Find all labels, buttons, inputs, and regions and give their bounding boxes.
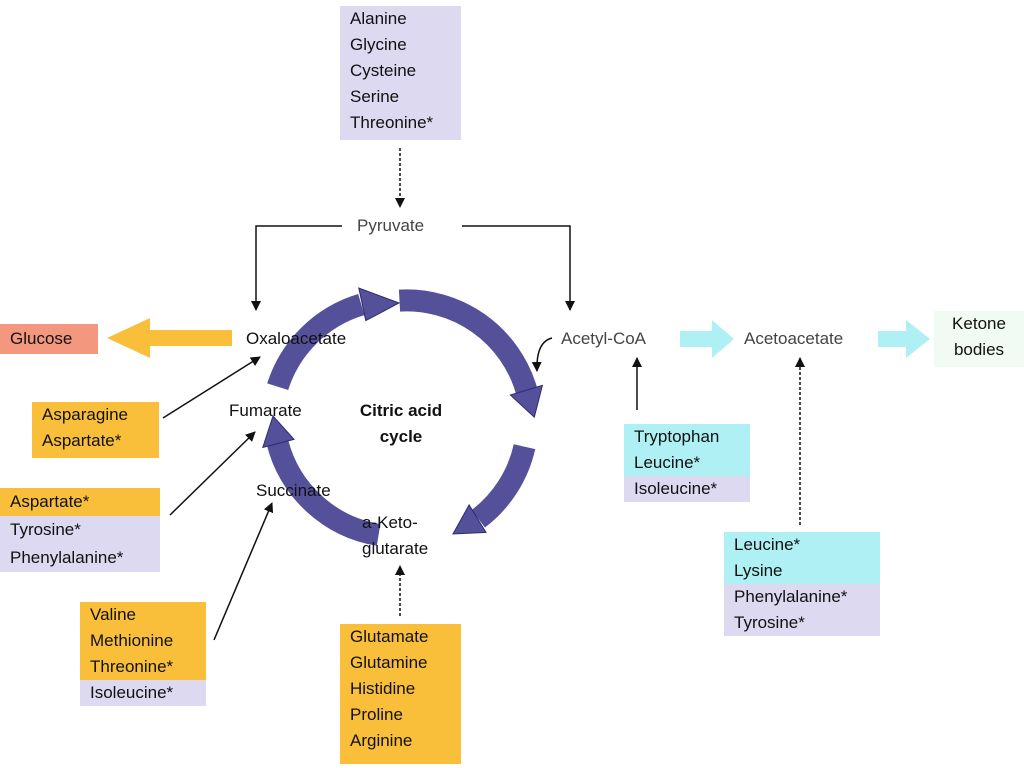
group-item: Tyrosine*	[724, 610, 880, 636]
cycle-title: Citric acid cycle	[346, 398, 456, 450]
group-item: Tyrosine*	[0, 516, 160, 544]
top-amino-acid-group: Alanine Glycine Cysteine Serine Threonin…	[340, 6, 461, 140]
acetyl-coa-to-acetoacetate-arrow	[680, 320, 734, 358]
arrow-asparagine-to-oxaloacetate	[162, 356, 261, 419]
group-item: Cysteine	[350, 61, 417, 80]
glucose-box: Glucose	[0, 324, 98, 354]
group-item: Tryptophan	[624, 424, 750, 450]
group-item: Isoleucine*	[80, 680, 206, 706]
group-item: Arginine	[350, 731, 413, 750]
cycle-title-line-2: cycle	[379, 427, 423, 446]
arrow-pyruvate-to-acetyl-coa	[462, 225, 575, 311]
group-item: Leucine*	[624, 450, 750, 476]
asparagine-group: Asparagine Aspartate*	[32, 402, 159, 458]
ketone-bodies-box: Ketone bodies	[934, 311, 1024, 367]
arrow-aspartate-to-fumarate	[169, 431, 256, 516]
cycle-segment-fumarate-to-oxaloacetate	[267, 294, 365, 391]
glucose-label: Glucose	[10, 329, 73, 348]
group-item: Proline	[350, 705, 403, 724]
group-item: Aspartate*	[42, 431, 122, 450]
ketone-line-2: bodies	[953, 340, 1005, 359]
cycle-arrowhead-ketoglutarate	[509, 384, 544, 419]
tryptophan-group: Tryptophan Leucine* Isoleucine*	[624, 424, 750, 504]
group-item: Asparagine	[42, 405, 129, 424]
glutamate-group: Glutamate Glutamine Histidine Proline Ar…	[340, 624, 461, 764]
cycle-arrowhead-succinate	[452, 503, 487, 535]
acetyl-coa-label: Acetyl-CoA	[561, 329, 647, 348]
ketone-line-1: Ketone	[952, 314, 1006, 333]
fumarate-label: Fumarate	[229, 401, 302, 420]
cycle-arrowhead-oxaloacetate	[358, 287, 401, 322]
cycle-title-line-1: Citric acid	[359, 401, 443, 420]
group-item: Glutamine	[350, 653, 428, 672]
group-item: Glycine	[350, 35, 407, 54]
cycle-arrowhead-fumarate	[262, 415, 296, 449]
cycle-segment-oxaloacetate-to-ketoglutarate	[398, 289, 537, 394]
pyruvate-label: Pyruvate	[357, 216, 425, 235]
group-item: Alanine	[350, 9, 407, 28]
group-item: Phenylalanine*	[0, 544, 160, 572]
arrow-valine-to-succinate	[213, 502, 274, 641]
aspartate-group: Aspartate* Tyrosine* Phenylalanine*	[0, 488, 160, 572]
acetoacetate-label: Acetoacetate	[744, 329, 844, 348]
group-item: Histidine	[350, 679, 416, 698]
ketoglutarate-line-1: a-Keto-	[362, 513, 418, 532]
group-item: Methionine	[80, 628, 206, 654]
ketoglutarate-line-2: glutarate	[362, 539, 429, 558]
group-item: Aspartate*	[0, 488, 160, 516]
group-item: Threonine*	[80, 654, 206, 680]
oxaloacetate-label: Oxaloacetate	[246, 329, 347, 348]
group-item: Glutamate	[350, 627, 429, 646]
group-item: Serine	[350, 87, 400, 106]
group-item: Valine	[80, 602, 206, 628]
valine-group: Valine Methionine Threonine* Isoleucine*	[80, 602, 206, 712]
ketoglutarate-label: a-Keto- glutarate	[362, 510, 446, 562]
group-item: Phenylalanine*	[724, 584, 880, 610]
succinate-label: Succinate	[256, 481, 331, 500]
group-item: Threonine*	[350, 113, 434, 132]
group-item: Lysine	[724, 558, 880, 584]
arrow-pyruvate-to-oxaloacetate	[251, 225, 342, 311]
arrow-acetyl-coa-into-cycle	[531, 337, 553, 372]
glucose-arrow	[107, 318, 232, 358]
cycle-segment-succinate-to-fumarate	[267, 440, 381, 546]
acetoacetate-to-ketone-arrow	[878, 320, 930, 358]
group-item: Leucine*	[724, 532, 880, 558]
cycle-segment-ketoglutarate-to-succinate	[471, 444, 536, 528]
group-item: Isoleucine*	[624, 476, 750, 502]
leucine-group: Leucine* Lysine Phenylalanine* Tyrosine*	[724, 532, 880, 642]
